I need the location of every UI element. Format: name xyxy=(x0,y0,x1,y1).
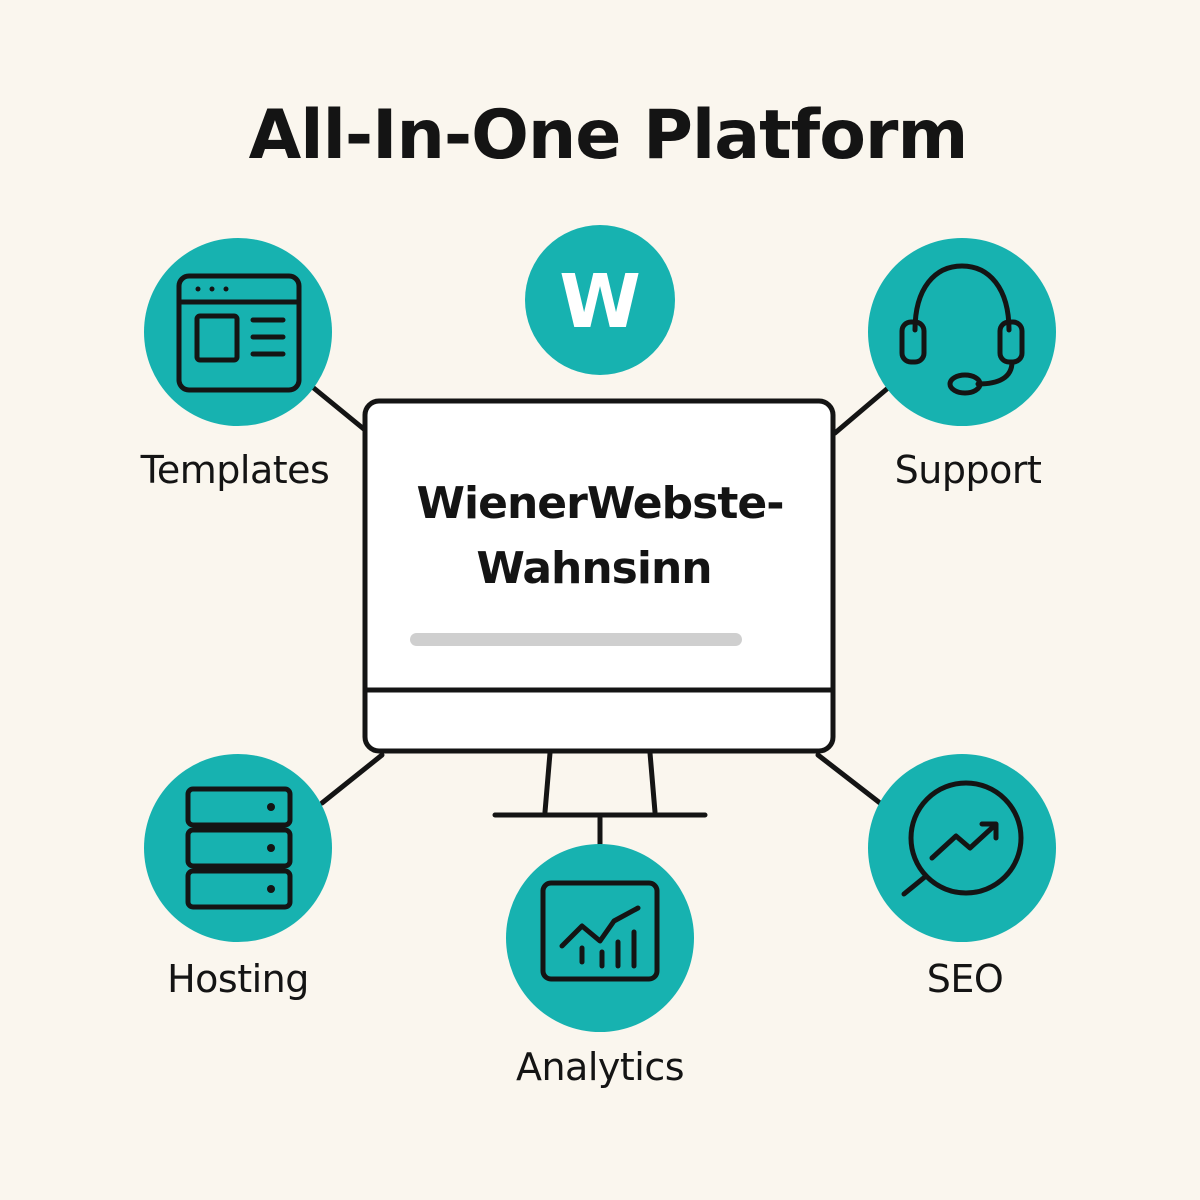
hosting-circle xyxy=(144,754,332,942)
templates-label: Templates xyxy=(140,448,330,492)
support-label: Support xyxy=(895,448,1042,492)
connector-hosting xyxy=(319,752,385,806)
monitor-screen xyxy=(362,398,836,754)
w-logo-icon: W xyxy=(525,225,675,375)
magnifier-trend-icon xyxy=(901,780,1024,897)
monitor-stand-right-leg xyxy=(647,750,658,815)
connectors xyxy=(307,382,891,848)
connector-support xyxy=(832,385,891,436)
feature-support: Support xyxy=(868,238,1056,492)
connector-seo xyxy=(815,752,883,806)
seo-label: SEO xyxy=(927,957,1004,1001)
monitor-text-line-1: WienerWebste- xyxy=(417,478,784,529)
support-circle xyxy=(868,238,1056,426)
monitor: WienerWebste- Wahnsinn xyxy=(362,398,836,818)
server-stack-icon xyxy=(185,786,293,910)
headset-icon xyxy=(899,263,1025,396)
monitor-text-line-2: Wahnsinn xyxy=(476,543,711,594)
page-title: All-In-One Platform xyxy=(249,96,968,175)
hosting-label: Hosting xyxy=(167,957,309,1001)
monitor-progress-bar xyxy=(410,633,742,646)
monitor-stand-left-leg xyxy=(542,750,553,815)
feature-analytics: Analytics xyxy=(506,844,694,1089)
logo-letter: W xyxy=(559,259,641,345)
analytics-chart-icon xyxy=(540,880,660,982)
feature-seo: SEO xyxy=(868,754,1056,1001)
connector-templates xyxy=(307,382,368,433)
feature-hosting: Hosting xyxy=(144,754,332,1001)
feature-templates: Templates xyxy=(140,238,332,492)
monitor-stand xyxy=(492,750,708,818)
analytics-label: Analytics xyxy=(516,1045,684,1089)
browser-window-icon xyxy=(176,273,302,393)
logo-circle xyxy=(525,225,675,375)
